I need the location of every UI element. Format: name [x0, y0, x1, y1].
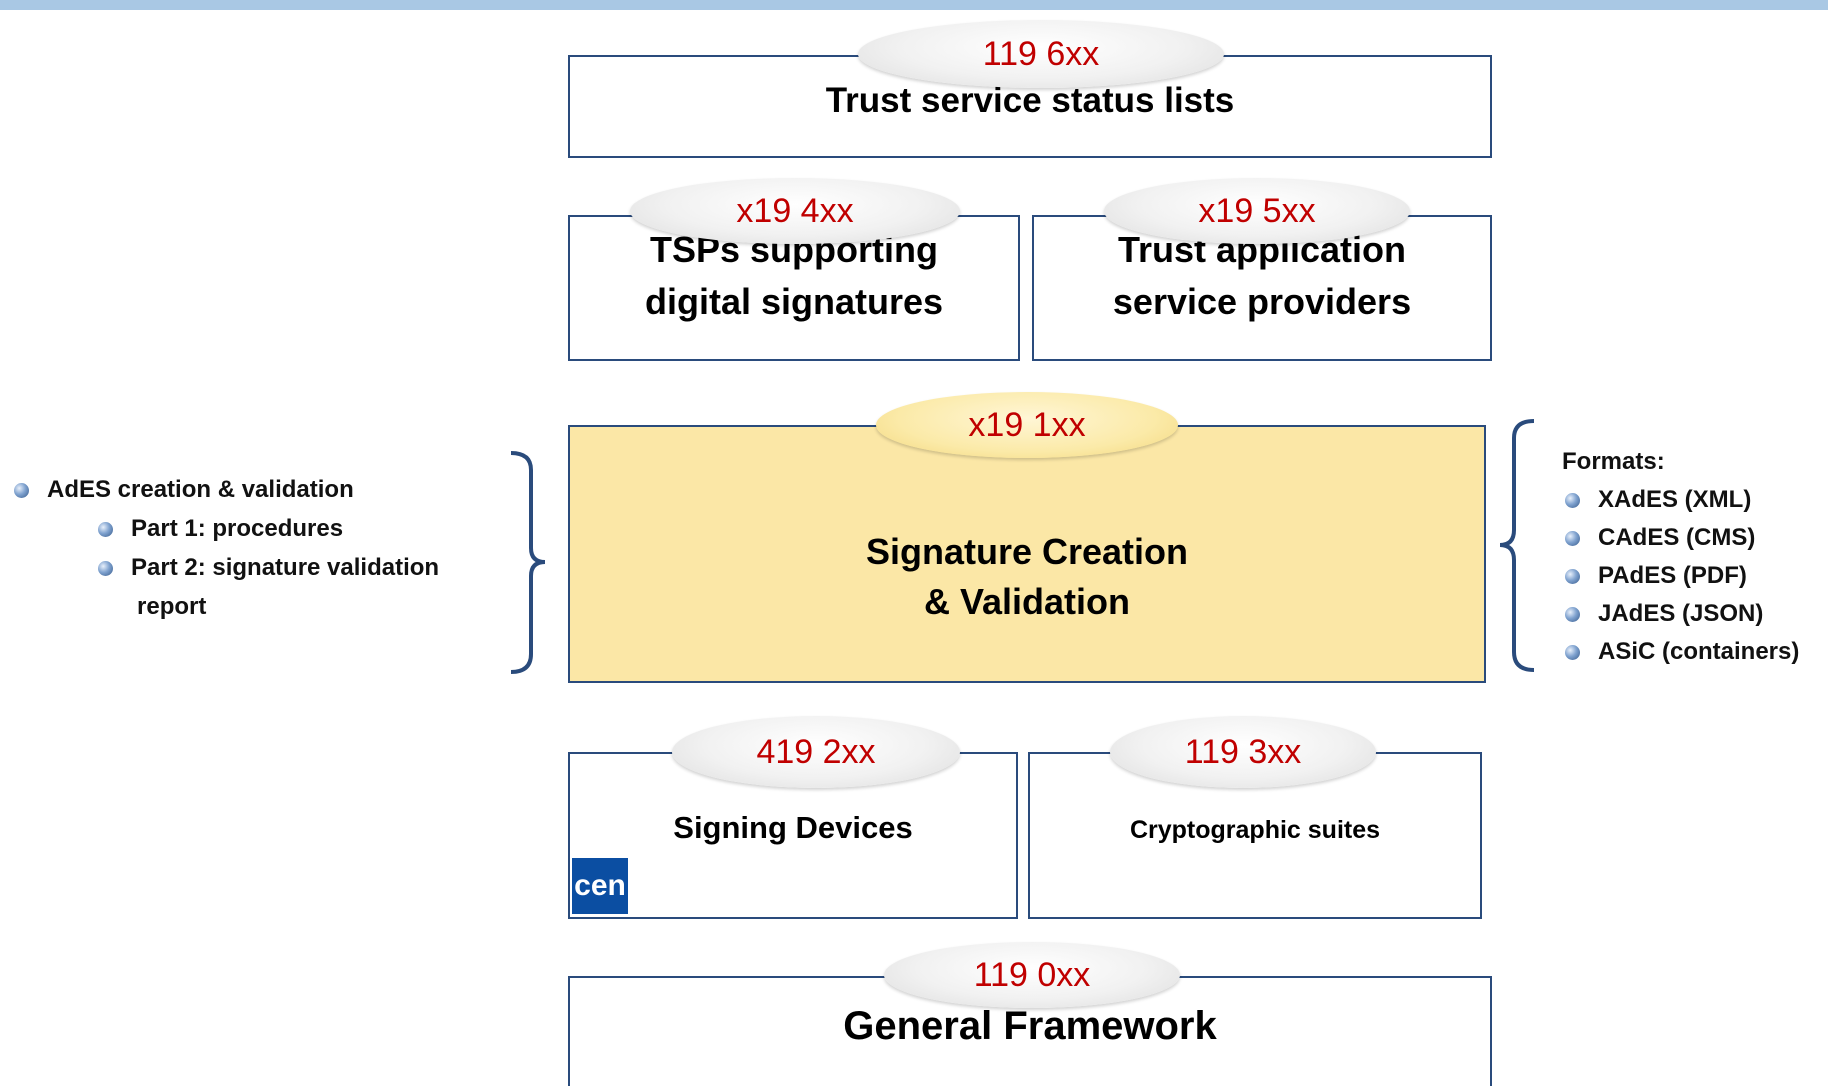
- box-title-line2: digital signatures: [644, 281, 944, 322]
- bullet-icon: [1565, 568, 1580, 584]
- box-title: General Framework: [843, 1004, 1217, 1048]
- list-item-label: Part 1: procedures: [131, 515, 344, 542]
- list-item-label: XAdES (XML): [1598, 486, 1752, 513]
- bullet-icon: [1565, 492, 1580, 508]
- left-brace: [510, 451, 545, 674]
- list-sub-item: Part 1: procedures: [98, 515, 343, 543]
- code-badge-x19-1xx: x19 1xx: [876, 392, 1178, 458]
- code-badge-419-2xx: 419 2xx: [672, 716, 960, 788]
- code-badge-119-0xx: 119 0xx: [884, 942, 1180, 1008]
- list-item-label: Part 2: signature validation: [131, 554, 440, 581]
- right-brace: [1500, 419, 1535, 672]
- bullet-icon: [1565, 530, 1580, 546]
- list-item-label: ASiC (containers): [1598, 638, 1800, 665]
- box-title-line2: service providers: [1112, 281, 1412, 322]
- bullet-icon: [1565, 644, 1580, 660]
- code-badge-119-3xx: 119 3xx: [1110, 716, 1376, 788]
- signature-creation-validation-box: Signature Creation & Validation: [568, 425, 1486, 683]
- cen-logo: cen: [572, 858, 628, 914]
- list-item: JAdES (JSON): [1565, 600, 1763, 628]
- list-item-continuation: report: [137, 593, 207, 620]
- list-item-label: CAdES (CMS): [1598, 524, 1756, 551]
- bullet-icon: [98, 560, 113, 576]
- top-accent-line: [0, 0, 1828, 10]
- list-item: PAdES (PDF): [1565, 562, 1747, 590]
- code-badge-x19-4xx: x19 4xx: [630, 178, 960, 244]
- code-badge-x19-5xx: x19 5xx: [1104, 178, 1410, 244]
- list-item-label: AdES creation & validation: [47, 476, 354, 503]
- formats-heading: Formats:: [1562, 448, 1665, 475]
- list-item: CAdES (CMS): [1565, 524, 1755, 552]
- bullet-icon: [98, 521, 113, 537]
- list-item: ASiC (containers): [1565, 638, 1799, 666]
- box-title-line1: Signature Creation: [865, 531, 1189, 572]
- list-item-label: JAdES (JSON): [1598, 600, 1764, 627]
- bullet-icon: [1565, 606, 1580, 622]
- box-title: Cryptographic suites: [1129, 816, 1381, 844]
- list-sub-item: Part 2: signature validation: [98, 554, 439, 582]
- list-item: AdES creation & validation: [14, 476, 354, 504]
- box-title-line2: & Validation: [923, 581, 1131, 622]
- bullet-icon: [14, 482, 29, 498]
- list-item-label: PAdES (PDF): [1598, 562, 1747, 589]
- code-badge-119-6xx: 119 6xx: [858, 20, 1224, 88]
- list-item: XAdES (XML): [1565, 486, 1751, 514]
- box-title: Signing Devices: [673, 810, 913, 845]
